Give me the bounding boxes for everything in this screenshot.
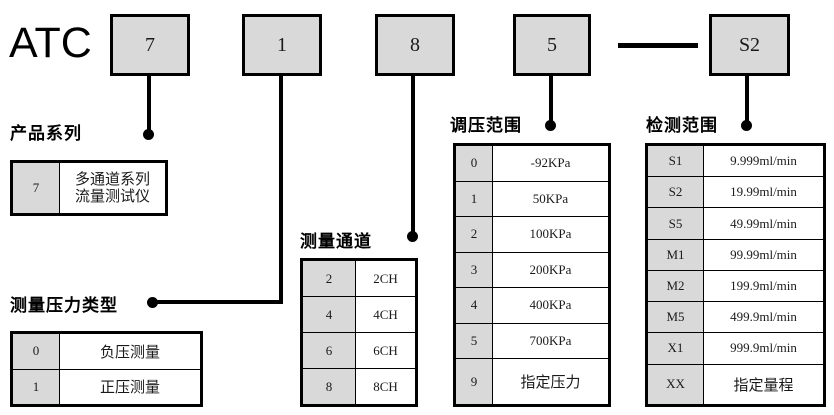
cell-desc: 700KPa bbox=[492, 322, 609, 359]
desc-line-2: 流量测试仪 bbox=[74, 187, 150, 205]
table-row: X1 999.9ml/min bbox=[647, 332, 824, 365]
cell-desc: 400KPa bbox=[492, 287, 609, 324]
cell-code: 0 bbox=[12, 333, 60, 370]
heading-pressure-type: 测量压力类型 bbox=[10, 296, 118, 316]
heading-product-series: 产品系列 bbox=[10, 124, 82, 144]
table-detection-range: S1 9.999ml/min S2 19.99ml/min S5 49.99ml… bbox=[645, 143, 826, 407]
cell-code: 2 bbox=[302, 260, 356, 297]
table-row: XX 指定量程 bbox=[647, 363, 824, 406]
heading-pressure-range: 调压范围 bbox=[450, 116, 522, 136]
table-row: 9 指定压力 bbox=[455, 358, 609, 405]
cell-desc: 9.999ml/min bbox=[703, 144, 824, 178]
cell-desc: 指定量程 bbox=[703, 363, 824, 406]
cell-desc: 200KPa bbox=[492, 251, 609, 288]
code-box-pressure-range[interactable]: 5 bbox=[513, 14, 591, 76]
table-row: S5 49.99ml/min bbox=[647, 207, 824, 240]
table-row: M2 199.9ml/min bbox=[647, 269, 824, 303]
connector-line-product-series bbox=[147, 76, 151, 134]
table-row: M5 499.9ml/min bbox=[647, 301, 824, 334]
cell-code: 0 bbox=[455, 145, 493, 182]
cell-code: 6 bbox=[302, 332, 356, 369]
table-pressure-range: 0 -92KPa 1 50KPa 2 100KPa 3 200KPa 4 400… bbox=[453, 143, 611, 407]
table-row: M1 99.99ml/min bbox=[647, 238, 824, 271]
cell-desc: 199.9ml/min bbox=[703, 269, 824, 303]
code-box-pressure-type[interactable]: 1 bbox=[242, 14, 322, 76]
heading-detection-range: 检测范围 bbox=[646, 116, 718, 136]
cell-code: 1 bbox=[12, 368, 60, 405]
cell-code: 3 bbox=[455, 251, 493, 288]
cell-desc: -92KPa bbox=[492, 145, 609, 182]
table-row: S2 19.99ml/min bbox=[647, 176, 824, 209]
cell-code: M5 bbox=[647, 301, 704, 334]
cell-code: 5 bbox=[455, 322, 493, 359]
cell-code: S1 bbox=[647, 144, 704, 178]
connector-dot-channels bbox=[407, 231, 418, 242]
cell-desc: 2CH bbox=[355, 260, 416, 297]
cell-code: M1 bbox=[647, 238, 704, 271]
cell-code: 7 bbox=[12, 162, 60, 214]
cell-code: 9 bbox=[455, 358, 493, 405]
cell-desc: 99.99ml/min bbox=[703, 238, 824, 271]
table-row: 6 6CH bbox=[302, 332, 416, 369]
table-row: 0 -92KPa bbox=[455, 145, 609, 182]
cell-desc: 6CH bbox=[355, 332, 416, 369]
cell-desc: 100KPa bbox=[492, 216, 609, 253]
cell-code: 4 bbox=[302, 296, 356, 333]
cell-desc: 19.99ml/min bbox=[703, 176, 824, 209]
separator-dash-icon bbox=[618, 43, 698, 48]
table-row: 4 400KPa bbox=[455, 287, 609, 324]
cell-desc: 8CH bbox=[355, 368, 416, 405]
table-row: 1 正压测量 bbox=[12, 368, 201, 405]
table-channels: 2 2CH 4 4CH 6 6CH 8 8CH bbox=[300, 258, 418, 407]
table-pressure-type: 0 负压测量 1 正压测量 bbox=[10, 331, 203, 407]
code-box-product-series[interactable]: 7 bbox=[110, 14, 190, 76]
code-box-channel-count[interactable]: 8 bbox=[375, 14, 455, 76]
cell-code: XX bbox=[647, 363, 704, 406]
connector-dot-detection-range bbox=[741, 120, 752, 131]
connector-line-pressure-range bbox=[549, 76, 553, 125]
connector-dot-pressure-range bbox=[545, 120, 556, 131]
connector-line-pressure-type-vertical bbox=[279, 76, 283, 304]
desc-line-1: 多通道系列 bbox=[74, 170, 150, 189]
cell-desc: 999.9ml/min bbox=[703, 332, 824, 365]
table-row: 5 700KPa bbox=[455, 322, 609, 359]
heading-channels: 测量通道 bbox=[300, 232, 372, 252]
connector-dot-pressure-type bbox=[147, 297, 158, 308]
table-row: 7 多通道系列 流量测试仪 bbox=[12, 162, 166, 214]
code-box-detection-range[interactable]: S2 bbox=[709, 14, 790, 76]
table-row: 8 8CH bbox=[302, 368, 416, 405]
connector-dot-product-series bbox=[143, 129, 154, 140]
cell-code: M2 bbox=[647, 269, 704, 303]
connector-line-pressure-type-horizontal bbox=[152, 300, 283, 304]
cell-code: 4 bbox=[455, 287, 493, 324]
table-row: 3 200KPa bbox=[455, 251, 609, 288]
cell-desc: 正压测量 bbox=[59, 368, 201, 405]
table-row: 1 50KPa bbox=[455, 180, 609, 217]
cell-code: X1 bbox=[647, 332, 704, 365]
connector-line-channels bbox=[411, 76, 415, 236]
cell-code: 8 bbox=[302, 368, 356, 405]
cell-desc: 指定压力 bbox=[492, 358, 609, 405]
cell-desc: 499.9ml/min bbox=[703, 301, 824, 334]
table-row: 4 4CH bbox=[302, 296, 416, 333]
cell-desc: 4CH bbox=[355, 296, 416, 333]
cell-desc: 负压测量 bbox=[59, 333, 201, 370]
table-row: 2 100KPa bbox=[455, 216, 609, 253]
table-row: S1 9.999ml/min bbox=[647, 144, 824, 178]
cell-desc: 50KPa bbox=[492, 180, 609, 217]
table-product-series: 7 多通道系列 流量测试仪 bbox=[10, 160, 168, 216]
connector-line-detection-range bbox=[745, 76, 749, 125]
cell-code: S2 bbox=[647, 176, 704, 209]
table-row: 2 2CH bbox=[302, 260, 416, 297]
cell-code: S5 bbox=[647, 207, 704, 240]
product-prefix-label: ATC bbox=[9, 19, 92, 67]
cell-code: 2 bbox=[455, 216, 493, 253]
cell-desc: 49.99ml/min bbox=[703, 207, 824, 240]
cell-code: 1 bbox=[455, 180, 493, 217]
cell-desc: 多通道系列 流量测试仪 bbox=[59, 162, 166, 214]
table-row: 0 负压测量 bbox=[12, 333, 201, 370]
